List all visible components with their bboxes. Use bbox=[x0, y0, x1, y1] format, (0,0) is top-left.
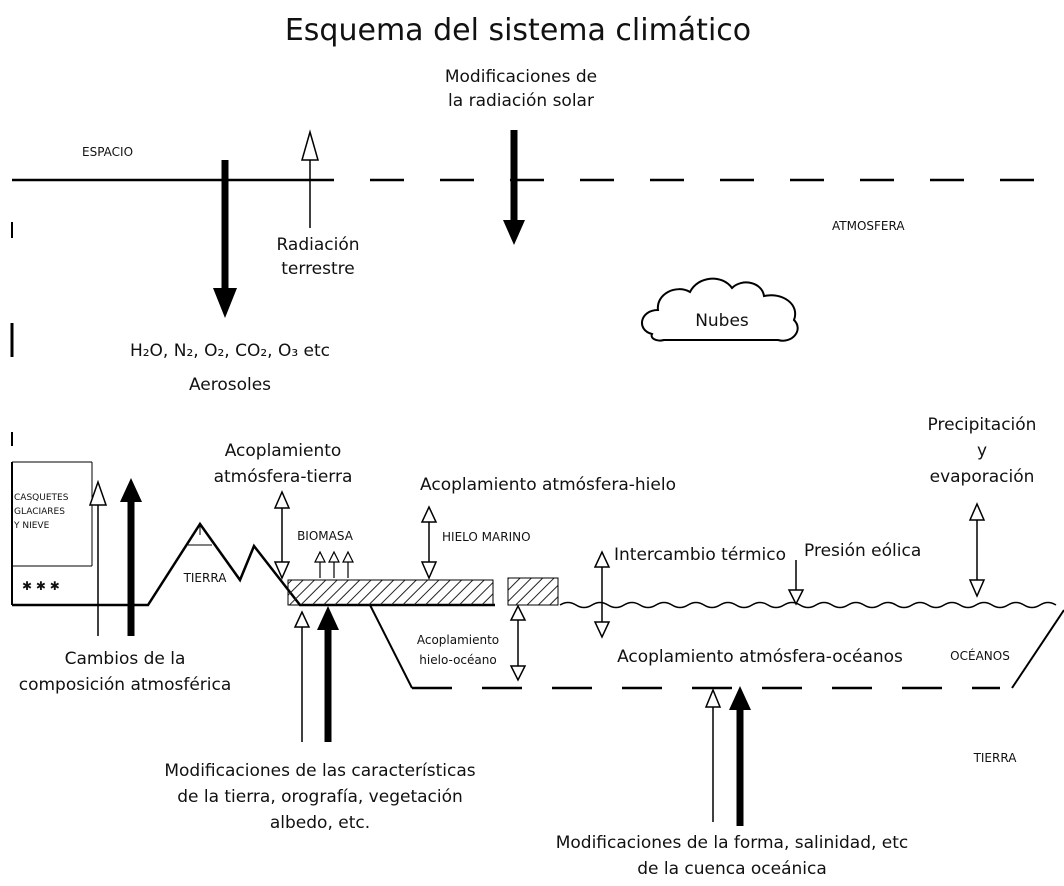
label-acopl-atm-oceano: Acoplamiento atmósfera-océanos bbox=[617, 647, 903, 667]
label-oceanos: OCÉANOS bbox=[950, 648, 1010, 663]
label-precipitacion-3: evaporación bbox=[930, 467, 1035, 487]
label-casquetes-1: CASQUETES bbox=[14, 493, 69, 503]
solar-radiation-arrow bbox=[503, 130, 525, 245]
label-mod-radiacion-solar-1: Modificaciones de bbox=[445, 67, 597, 87]
label-cambios-comp-1: Cambios de la bbox=[65, 649, 186, 669]
label-mod-tierra-2: de la tierra, orografía, vegetación bbox=[177, 787, 463, 807]
label-cambios-comp-2: composición atmosférica bbox=[19, 675, 232, 695]
label-presion-eolica: Presión eólica bbox=[804, 541, 921, 561]
label-mod-oceano-2: de la cuenca oceánica bbox=[637, 859, 827, 879]
label-acopl-atm-tierra-1: Acoplamiento bbox=[225, 441, 342, 461]
label-casquetes-2: GLACIARES bbox=[14, 507, 65, 517]
biomass-small-arrows bbox=[314, 550, 354, 578]
label-mod-tierra-3: albedo, etc. bbox=[270, 813, 370, 833]
thermal-exchange-arrow bbox=[593, 550, 611, 639]
land-mod-solid-arrow bbox=[317, 606, 339, 742]
ice-hollow-arrow bbox=[88, 479, 108, 636]
label-atmosfera: ATMOSFERA bbox=[832, 219, 905, 233]
label-hielo-marino: HIELO MARINO bbox=[442, 530, 531, 544]
label-nubes: Nubes bbox=[695, 311, 749, 331]
ocean-mod-hollow-arrow bbox=[704, 688, 722, 822]
label-espacio: ESPACIO bbox=[82, 145, 133, 159]
label-mod-oceano-1: Modificaciones de la forma, salinidad, e… bbox=[556, 833, 909, 853]
ocean-mod-solid-arrow bbox=[729, 686, 751, 826]
terrestrial-radiation-arrow bbox=[301, 129, 319, 228]
snow-icon: ✱ ✱ ✱ bbox=[22, 579, 60, 593]
sea-ice-block bbox=[507, 577, 559, 606]
cloud-icon bbox=[641, 277, 799, 342]
label-mod-tierra-1: Modificaciones de las características bbox=[164, 761, 475, 781]
label-biomasa: BIOMASA bbox=[297, 529, 354, 543]
biomass-hatch bbox=[287, 579, 494, 606]
ocean-surface bbox=[559, 601, 1057, 609]
label-gases: H₂O, N₂, O₂, CO₂, O₃ etc bbox=[130, 341, 330, 361]
atm-land-coupling-arrow bbox=[273, 490, 291, 580]
label-intercambio-termico: Intercambio térmico bbox=[614, 545, 786, 565]
label-acopl-atm-tierra-2: atmósfera-tierra bbox=[214, 467, 353, 487]
label-tierra-bottom: TIERRA bbox=[973, 751, 1018, 765]
composition-arrow bbox=[213, 160, 237, 318]
label-acopl-hielo-oceano-2: hielo-océano bbox=[419, 653, 496, 667]
wind-pressure-arrow bbox=[787, 560, 805, 606]
precipitation-arrow bbox=[968, 502, 986, 598]
label-mod-radiacion-solar-2: la radiación solar bbox=[448, 91, 594, 111]
ice-ocean-coupling-arrow bbox=[509, 604, 527, 682]
label-acopl-atm-hielo: Acoplamiento atmósfera-hielo bbox=[420, 475, 676, 495]
label-casquetes-3: Y NIEVE bbox=[13, 521, 50, 531]
svg-text:✱ ✱ ✱: ✱ ✱ ✱ bbox=[22, 579, 60, 593]
label-precipitacion-2: y bbox=[977, 441, 987, 461]
ice-caps-box bbox=[11, 461, 93, 605]
atm-ice-coupling-arrow bbox=[420, 505, 438, 580]
label-acopl-hielo-oceano-1: Acoplamiento bbox=[417, 633, 499, 647]
label-aerosoles: Aerosoles bbox=[189, 375, 271, 395]
label-precipitacion-1: Precipitación bbox=[928, 415, 1037, 435]
land-mod-hollow-arrow bbox=[293, 610, 311, 742]
ocean-basin bbox=[369, 604, 1064, 690]
ice-solid-arrow bbox=[120, 478, 142, 636]
label-tierra-mountain: TIERRA bbox=[183, 571, 228, 585]
diagram-title: Esquema del sistema climático bbox=[285, 13, 751, 48]
label-radiacion-terrestre-2: terrestre bbox=[281, 259, 355, 279]
label-radiacion-terrestre-1: Radiación bbox=[276, 235, 359, 255]
